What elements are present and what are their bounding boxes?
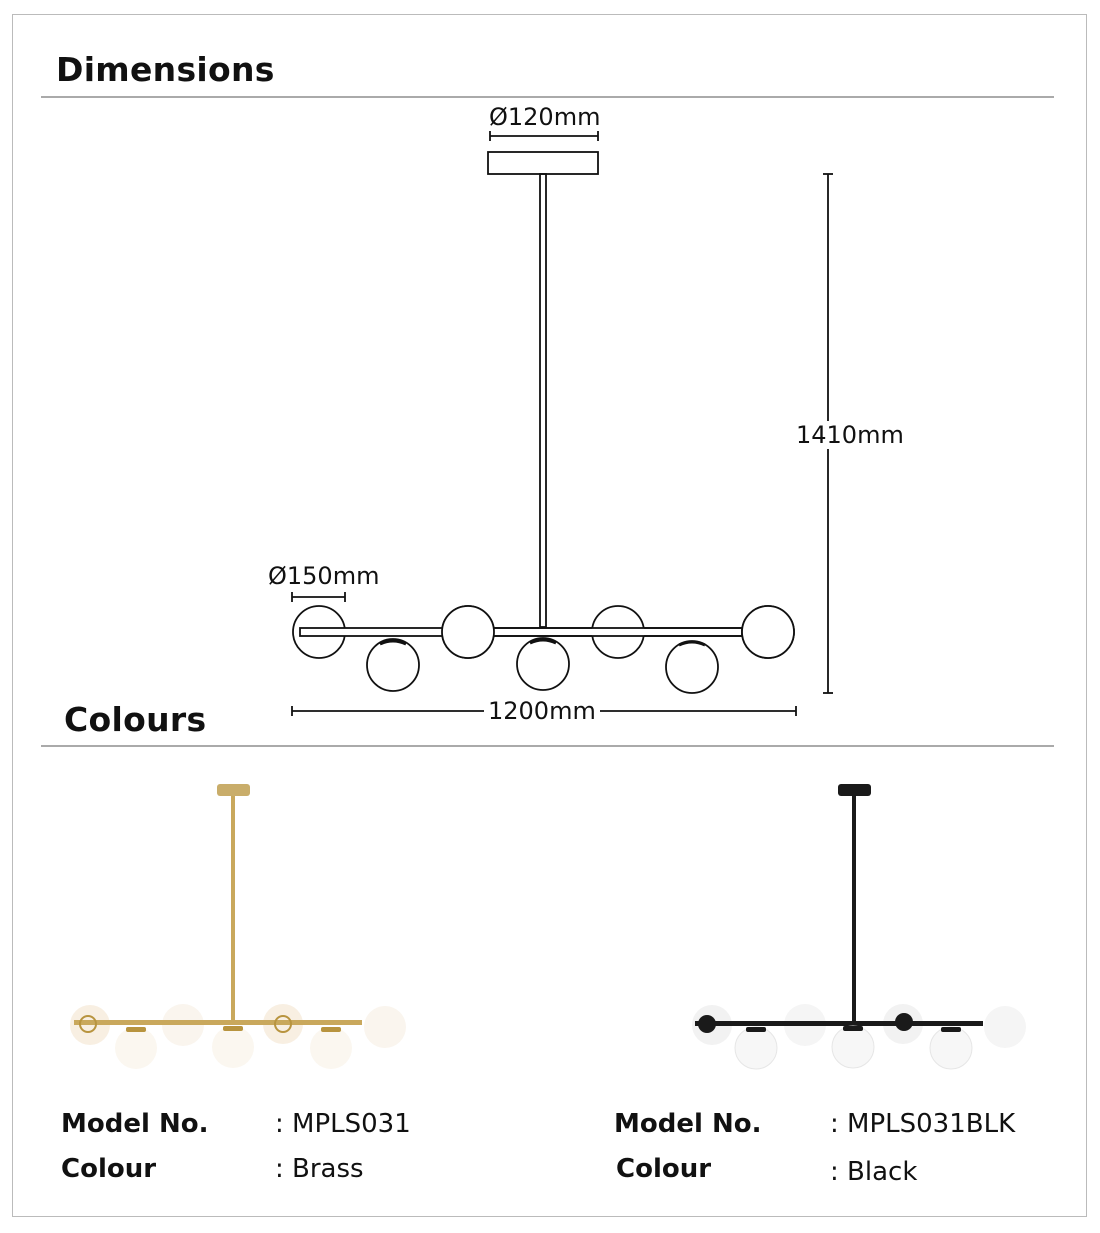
dimensions-heading: Dimensions [56,50,275,89]
divider [41,96,1054,98]
colour-value: : Black [830,1157,918,1187]
model-value: : MPLS031BLK [830,1109,1016,1139]
brass-product-image [70,784,406,1069]
black-product-image [692,784,1026,1070]
width-label: 1200mm [484,697,600,725]
bar [299,627,743,637]
canopy [487,151,599,175]
colours-heading: Colours [64,700,207,739]
page-border [12,14,1087,1217]
model-label: Model No. [61,1109,209,1139]
colour-value: : Brass [275,1154,364,1184]
model-value: : MPLS031 [275,1109,411,1139]
globe-diameter-label: Ø150mm [268,562,380,590]
colour-label: Colour [616,1154,712,1184]
rod [539,173,547,628]
model-label: Model No. [614,1109,762,1139]
height-label: 1410mm [796,421,904,449]
canopy-diameter-label: Ø120mm [489,103,601,131]
divider [41,745,1054,747]
colour-label: Colour [61,1154,157,1184]
